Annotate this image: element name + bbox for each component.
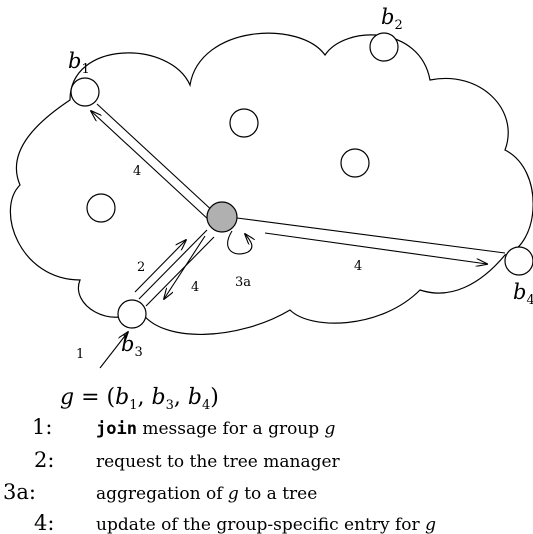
join-arrow — [99, 332, 128, 369]
edge-label-center-to-b3: 4 — [191, 280, 199, 295]
cloud-network-boundary — [9, 32, 533, 335]
node-b4 — [504, 246, 533, 276]
node-b3 — [117, 299, 147, 329]
legend-num-4: 4: — [34, 511, 54, 534]
legend-num-1: 1: — [32, 415, 52, 439]
edge-label-join: 1 — [76, 347, 84, 362]
label-b3: b3 — [121, 332, 143, 360]
legend: 1: join message for a group g 2: request… — [3, 415, 436, 534]
edge-label-b3-to-center: 2 — [137, 260, 145, 275]
link-center-b1 — [91, 103, 217, 222]
legend-text-1: join message for a group g — [96, 419, 336, 439]
label-b2: b2 — [381, 5, 403, 33]
legend-num-2: 2: — [34, 448, 54, 472]
group-definition: g = (b1, b3, b4) — [60, 385, 219, 413]
node-b1 — [70, 77, 100, 107]
link-center-b4 — [236, 217, 506, 264]
legend-text-4: update of the group-specific entry for g — [96, 515, 436, 534]
node-inner-1 — [229, 108, 259, 138]
edge-label-b1: 4 — [133, 164, 141, 179]
label-b1: b1 — [68, 49, 90, 77]
link-center-b3 — [134, 229, 215, 307]
self-loop-arrow — [227, 230, 252, 255]
node-inner-2 — [340, 148, 370, 178]
legend-text-3a: aggregation of g to a tree — [96, 484, 317, 504]
edge-label-center-to-b4: 4 — [354, 259, 362, 274]
edge-label-self-loop: 3a — [235, 275, 251, 290]
legend-text-2: request to the tree manager — [96, 452, 341, 472]
node-tree-manager — [206, 201, 238, 233]
node-b2 — [369, 32, 399, 62]
label-b4: b4 — [513, 280, 533, 308]
node-inner-3 — [86, 193, 116, 223]
legend-num-3a: 3a: — [3, 480, 36, 504]
